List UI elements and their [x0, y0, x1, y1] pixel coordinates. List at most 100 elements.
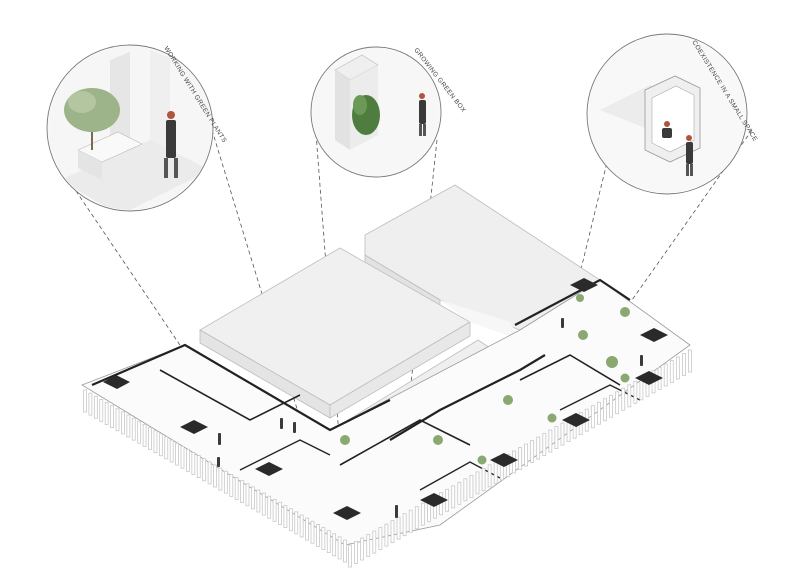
- callout-coexistence: COEXISTENCE IN A SMALL SPACE: [586, 33, 759, 195]
- wall-line: [389, 354, 546, 441]
- partition-fin: [229, 473, 234, 497]
- partition-fin: [337, 536, 342, 560]
- plant-icon: [433, 435, 443, 445]
- plant-icon: [503, 395, 513, 405]
- partition-fin: [153, 430, 158, 454]
- partition-fin: [518, 447, 522, 470]
- partition-fin: [207, 461, 212, 485]
- partition-fin: [451, 485, 456, 509]
- dark-tile: [635, 371, 663, 385]
- partition-fin: [142, 423, 147, 447]
- partition-fin: [164, 436, 169, 460]
- plant-icon: [606, 356, 618, 368]
- partition-fin: [191, 452, 196, 475]
- callout-working-with-plants: WORKING WITH GREEN PLANTS: [46, 44, 228, 212]
- partition-fin: [603, 398, 607, 422]
- partition-fin: [137, 420, 142, 444]
- partition-fin: [196, 455, 201, 479]
- plant-icon: [576, 294, 584, 302]
- dark-tiles: [103, 278, 668, 520]
- partition-fin: [245, 483, 250, 507]
- partition-fin: [597, 401, 601, 425]
- partition-fin: [283, 505, 288, 529]
- partition-fin: [213, 464, 217, 488]
- partition-fin: [115, 408, 120, 432]
- partition-fin: [366, 534, 371, 557]
- partition-fin: [316, 523, 320, 547]
- dark-tile: [640, 328, 668, 342]
- partition-fin: [542, 433, 547, 456]
- partition-fin: [408, 509, 413, 533]
- dark-tile: [180, 420, 208, 434]
- partition-fin: [481, 467, 486, 491]
- partition-fin: [627, 384, 632, 408]
- partition-fin: [148, 427, 152, 450]
- partition-fin: [251, 486, 255, 510]
- plant-icon: [620, 307, 630, 317]
- partition-fin: [310, 520, 315, 544]
- partition-fin: [121, 411, 125, 435]
- partition-fin: [682, 353, 686, 376]
- person-figure: [419, 100, 426, 124]
- partition-fin: [321, 527, 326, 550]
- partition-fin: [609, 394, 613, 418]
- partition-fin: [202, 458, 207, 482]
- partition-fin: [126, 414, 131, 438]
- partition-fin: [83, 389, 87, 413]
- person-figure: [217, 457, 220, 467]
- partition-fin: [158, 433, 163, 457]
- partition-fin: [110, 405, 114, 429]
- partition-fin: [560, 422, 565, 446]
- partition-fin: [530, 440, 535, 463]
- floor-people: [217, 318, 643, 518]
- wall-line: [519, 354, 621, 386]
- floor-plate: [81, 278, 691, 546]
- dark-tile: [420, 493, 448, 507]
- plant-icon: [578, 330, 588, 340]
- partition-fin: [99, 398, 104, 422]
- dark-tile: [103, 375, 130, 389]
- partition-fin: [299, 514, 304, 538]
- floor-plants: [340, 294, 630, 465]
- partition-fin: [493, 461, 498, 484]
- partition-fin: [378, 527, 383, 550]
- partition-fin: [360, 537, 365, 561]
- corridor-strip: [440, 300, 520, 340]
- mass-central-block-right: [329, 321, 471, 419]
- plant-icon: [620, 373, 630, 383]
- partition-fin: [93, 395, 98, 419]
- person-figure: [280, 418, 283, 429]
- partition-fin: [326, 530, 331, 554]
- partition-fin: [548, 429, 553, 453]
- partition-fin: [633, 380, 638, 404]
- partition-fin: [348, 544, 352, 568]
- partition-fin: [675, 356, 680, 380]
- partition-fin: [180, 445, 185, 469]
- partition-fin: [169, 439, 174, 463]
- partition-fin: [463, 478, 468, 502]
- partition-fin: [272, 498, 277, 522]
- partition-fin: [223, 470, 228, 494]
- partition-fin: [402, 513, 407, 537]
- person-figure: [293, 422, 296, 433]
- plant-icon: [340, 435, 350, 445]
- dark-tile: [333, 506, 361, 520]
- partition-fin: [343, 539, 347, 563]
- partition-fin: [475, 471, 480, 495]
- partition-fin: [234, 477, 239, 500]
- person-figure: [561, 318, 564, 328]
- partition-fin: [278, 502, 282, 525]
- partition-fin: [88, 392, 93, 416]
- partition-fin: [590, 405, 595, 429]
- callout-growing-green-box: GROWING GREEN BOX: [310, 46, 467, 178]
- partition-fin: [332, 533, 337, 557]
- partition-fin: [536, 436, 541, 460]
- partition-fin: [354, 541, 358, 564]
- partition-fin: [131, 417, 136, 441]
- wall-line: [91, 343, 391, 432]
- wall-line: [514, 278, 631, 326]
- facade-left: [83, 389, 347, 563]
- person-figure: [686, 142, 693, 164]
- partition-fin: [372, 530, 377, 554]
